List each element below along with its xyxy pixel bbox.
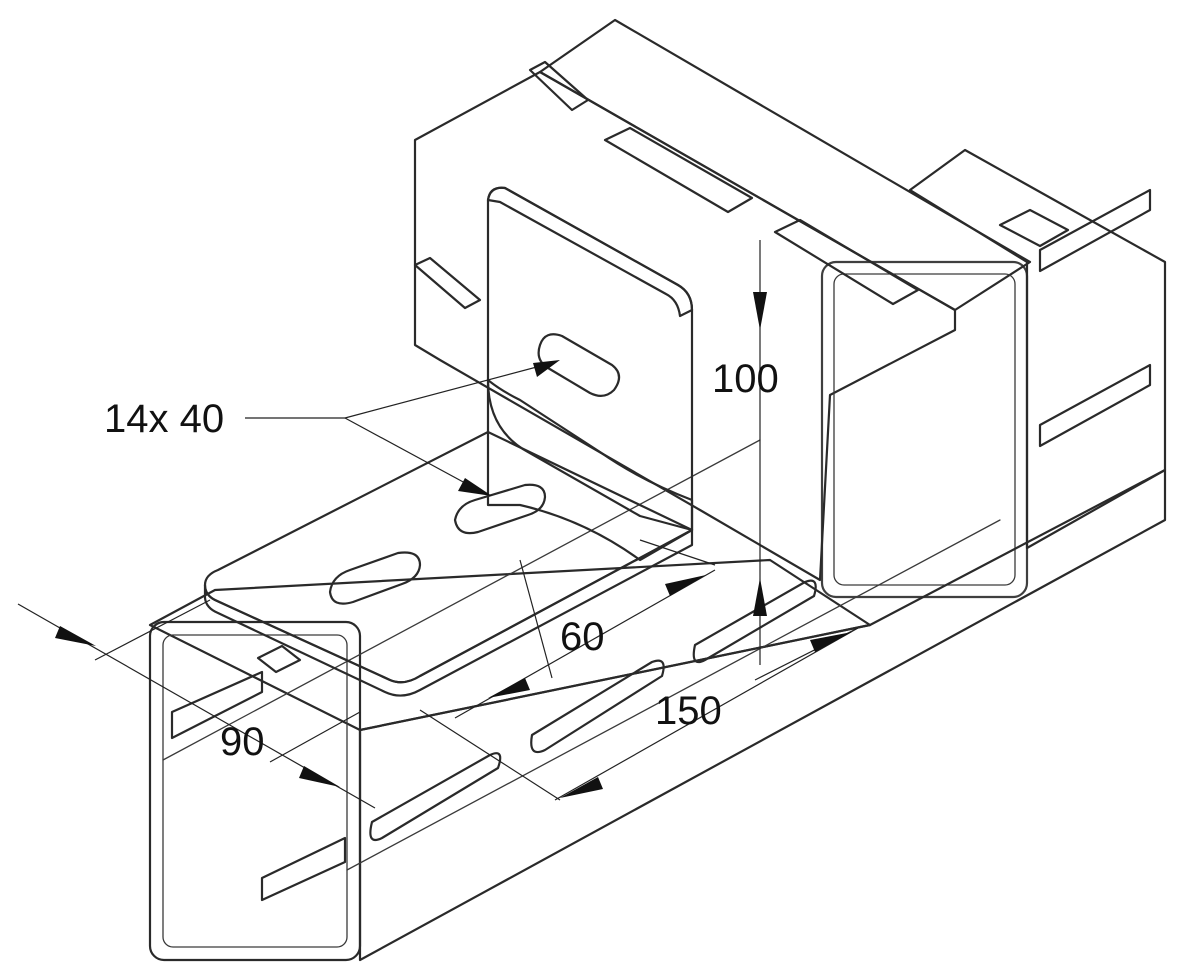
bracket-vertical-face	[486, 186, 694, 562]
dimension-labels: 14x 40 100 60 150 90	[104, 357, 779, 764]
dimensions	[17, 240, 859, 809]
upper-rail-notch	[413, 256, 482, 310]
width-extension-line	[269, 711, 361, 763]
slot-callout-label: 14x 40	[104, 397, 224, 441]
flange-dimension-arrow	[488, 678, 530, 698]
height-dimension-arrow	[753, 292, 767, 330]
width-extension-line	[94, 599, 211, 661]
slot-callout-arrow	[458, 478, 492, 496]
lower-rail-inner-edge	[346, 519, 1001, 871]
bracket-horizontal-edge	[203, 528, 694, 697]
flange-width-label: 60	[560, 615, 605, 659]
upper-rail-slot	[998, 208, 1070, 248]
upper-rail-side-slot	[1038, 363, 1152, 448]
length-extension-line	[419, 709, 561, 801]
upper-rail-end-face	[413, 70, 957, 582]
bracket-length-label: 150	[655, 689, 722, 733]
bracket-slot-hole	[453, 483, 547, 535]
length-dimension-line	[554, 627, 859, 801]
lower-rail-inner-edge	[162, 439, 761, 761]
l-bracket	[203, 186, 694, 697]
upper-rail-open-end-inner	[833, 273, 1016, 586]
length-dimension-arrow	[560, 777, 603, 798]
lower-rail-open-end-inner	[162, 634, 348, 948]
bracket-bend	[486, 378, 694, 532]
upper-rail	[413, 18, 1167, 599]
rail-width-label: 90	[220, 720, 265, 764]
upper-rail-open-end	[820, 260, 1029, 599]
upper-rail-notch	[528, 60, 590, 112]
upper-rail-slot	[773, 218, 920, 306]
slot-callout-arrow	[533, 360, 560, 377]
upper-rail-side-slot	[1038, 188, 1152, 273]
bracket-slot-hole	[328, 551, 422, 605]
length-dimension-arrow	[810, 632, 852, 652]
lower-rail	[148, 439, 1167, 962]
lower-rail-end-slot	[260, 836, 347, 902]
lower-rail-open-end	[148, 620, 362, 962]
lower-rail-end-slot	[170, 670, 264, 740]
flange-dimension-arrow	[665, 575, 706, 596]
flange-extension-line	[639, 539, 716, 566]
lower-rail-side-face	[358, 468, 1167, 962]
slot-callout-leader	[344, 417, 479, 491]
height-label: 100	[712, 357, 779, 401]
lower-rail-top-face	[148, 558, 872, 732]
upper-rail-side-face	[908, 148, 1167, 550]
bracket-horizontal-face	[203, 430, 694, 684]
lower-rail-side-slot	[369, 752, 502, 842]
slot-callout-leader	[344, 363, 549, 419]
bracket-vertical-top-edge	[486, 186, 694, 318]
width-dimension-arrow	[55, 626, 96, 646]
upper-rail-slot	[603, 126, 754, 214]
lower-rail-side-slot	[530, 659, 665, 754]
width-dimension-arrow	[299, 766, 340, 787]
height-dimension-arrow	[753, 578, 767, 616]
flange-extension-line	[519, 559, 553, 679]
lower-rail-side-slot	[692, 579, 817, 664]
upper-rail-top-face	[538, 18, 1032, 312]
lower-rail-top-slot	[256, 644, 302, 674]
